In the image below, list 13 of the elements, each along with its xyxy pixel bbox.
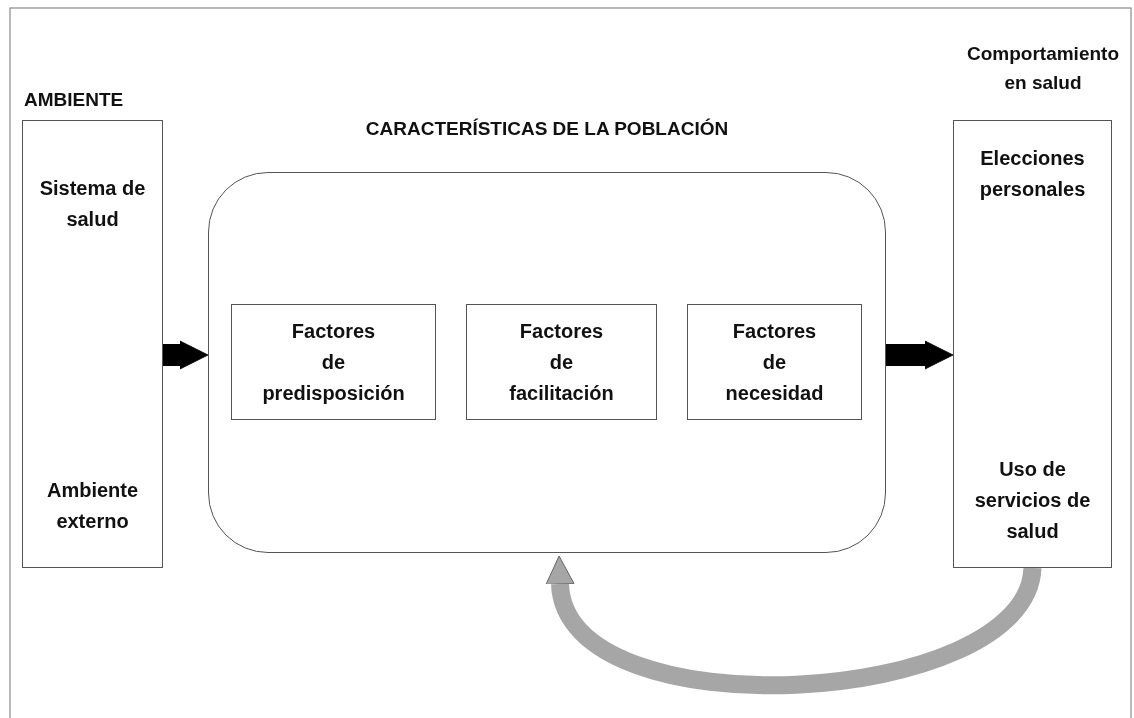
block-arrow <box>886 340 954 370</box>
heading: CARACTERÍSTICAS DE LA POBLACIÓN <box>364 117 730 141</box>
label-text: Factores de predisposición <box>261 318 406 406</box>
label-text: Sistema de salud <box>38 176 147 232</box>
block-arrow <box>163 340 209 370</box>
label-text: Elecciones personales <box>978 146 1087 202</box>
heading: Comportamiento en salud <box>966 42 1120 95</box>
label-text: Factores de facilitación <box>508 318 615 406</box>
heading: AMBIENTE <box>24 88 125 112</box>
curved-arrow <box>546 556 1042 694</box>
label-text: Uso de servicios de salud <box>973 457 1092 544</box>
label-text: Ambiente externo <box>45 478 140 534</box>
label-text: Factores de necesidad <box>724 318 825 406</box>
